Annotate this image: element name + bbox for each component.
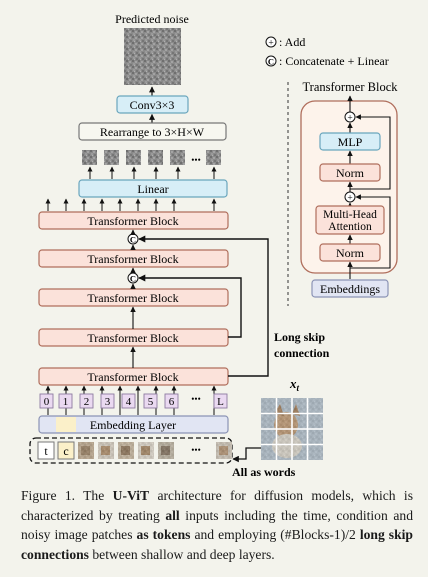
svg-text:+: + [268,38,273,48]
detail-mlp-box [319,132,381,151]
image-patch-token [118,442,134,459]
detail-norm-box-upper [319,163,381,182]
detail-norm-label-lower: Norm [336,246,365,260]
image-patch-token [78,442,94,459]
image-patch-token [138,442,154,459]
linear-box [78,179,228,198]
input-ellipsis: ••• [191,445,200,455]
position-token-6: 6 [164,393,179,409]
detail-norm-label-upper: Norm [336,166,365,180]
svg-text:4: 4 [126,396,132,408]
svg-text:L: L [217,396,224,408]
add-legend-label: : Add [279,35,305,49]
u-vit-diagram: Predicted noise Conv3×3 Rearrange to 3×H… [29,12,398,479]
position-token-L: L [213,393,228,409]
position-token-4: 4 [121,393,136,409]
output-patch-ellipsis: ••• [191,155,200,165]
predicted-noise-image [124,28,181,85]
detail-attention-label-1: Multi-Head [323,209,377,221]
figure-caption: Figure 1. The U-ViT architecture for dif… [21,488,413,562]
output-patch [148,150,163,165]
detail-embeddings-box [311,279,389,298]
output-patches: ••• [82,150,221,165]
image-patch-token [158,442,174,459]
svg-text:0: 0 [44,396,50,408]
position-token-1: 1 [58,393,73,409]
transformer-block-5: Transformer Block [38,249,229,268]
position-token-2: 2 [79,393,94,409]
concat-legend-label: : Concatenate + Linear [279,54,389,68]
image-patch-token [98,442,114,459]
svg-text:6: 6 [169,396,175,408]
long-skip-label-line1: Long skip [274,330,325,344]
transformer-block-detail: Transformer Block + MLP Norm + Multi-Hea… [287,80,398,306]
position-token-5: 5 [143,393,158,409]
embedding-layer-label: Embedding Layer [90,418,176,432]
concat-node-upper: C [127,233,139,245]
embedding-layer-box [38,415,229,434]
output-patch [206,150,221,165]
svg-text:5: 5 [148,396,154,408]
long-skip-connections [138,235,269,377]
detail-add-node-top: + [344,111,356,123]
detail-embeddings-label: Embeddings [320,282,380,296]
detail-mlp-label: MLP [338,135,363,149]
detail-title: Transformer Block [302,80,398,94]
transformer-block-6: Transformer Block [38,211,229,230]
output-patch [126,150,141,165]
svg-text:c: c [63,444,68,458]
svg-text:+: + [347,113,352,123]
svg-text:+: + [347,193,352,203]
detail-attention-label-2: Attention [328,221,372,233]
svg-text:C: C [130,273,136,283]
image-patch-token [216,442,232,459]
output-label: Predicted noise [115,12,189,26]
svg-text:3: 3 [105,396,111,408]
image-patch-tokens [78,442,232,459]
svg-text:2: 2 [84,396,90,408]
all-as-words-label: All as words [232,465,296,479]
detail-norm-box-lower [319,243,381,262]
linear-label: Linear [137,182,168,196]
long-skip-label-line2: connection [274,346,330,360]
condition-token: c [57,441,75,460]
input-tokens-group [29,437,233,464]
output-patch [170,150,185,165]
legend: + : Add C : Concatenate + Linear [265,35,389,68]
svg-text:1: 1 [63,396,69,408]
arrow-image-to-tokens [232,447,261,463]
transformer-block-1: Transformer Block [38,367,229,386]
transformer-block-1-label: Transformer Block [87,370,178,384]
transformer-block-2-label: Transformer Block [87,331,178,345]
input-image-label: xt [289,376,300,393]
position-tokens: 0 1 2 3 4 5 6 L [39,393,228,409]
output-patch [82,150,97,165]
conv-label: Conv3×3 [130,98,175,112]
noisy-input-image [261,398,323,460]
embedding-condition-highlight [56,417,76,432]
detail-attention-box [315,205,385,235]
time-token: t [37,441,55,460]
transformer-block-2: Transformer Block [38,328,229,347]
detail-add-node-bottom: + [344,191,356,203]
transformer-block-6-label: Transformer Block [87,214,178,228]
rearrange-box [78,122,227,141]
svg-text:C: C [130,234,136,244]
rearrange-label: Rearrange to 3×H×W [100,125,205,139]
concat-node-lower: C [127,272,139,284]
transformer-block-4: Transformer Block [38,288,229,307]
position-token-0: 0 [39,393,54,409]
output-patch [104,150,119,165]
position-token-3: 3 [100,393,115,409]
transformer-block-5-label: Transformer Block [87,252,178,266]
svg-text:C: C [268,56,274,66]
transformer-block-4-label: Transformer Block [87,291,178,305]
add-legend-symbol: + [265,36,277,48]
position-ellipsis: ••• [191,394,200,404]
svg-text:t: t [44,444,48,458]
concat-legend-symbol: C [265,55,277,67]
conv-box [116,95,189,114]
